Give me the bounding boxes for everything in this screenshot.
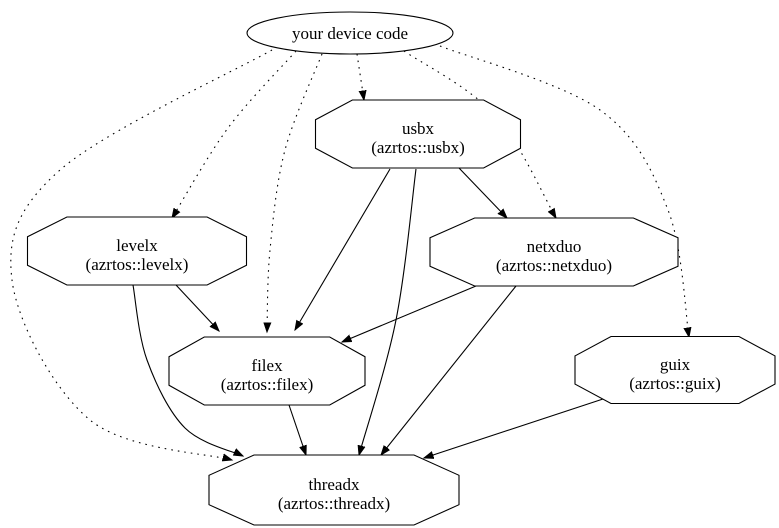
filex-sublabel: (azrtos::filex): [221, 375, 314, 394]
filex-label: filex: [251, 356, 283, 375]
edge-levelx-threadx: [132, 284, 243, 456]
levelx-label: levelx: [116, 236, 158, 255]
node-levelx: levelx(azrtos::levelx): [26, 216, 248, 286]
edge-guix-threadx: [424, 398, 604, 458]
edge-netxduo-threadx: [381, 285, 517, 455]
edge-device-levelx: [172, 50, 297, 218]
node-threadx: threadx(azrtos::threadx): [208, 454, 460, 526]
netxduo-label: netxduo: [527, 237, 582, 256]
edge-usbx-threadx: [359, 168, 417, 455]
node-device: your device code: [246, 11, 454, 55]
threadx-sublabel: (azrtos::threadx): [278, 494, 390, 513]
threadx-shape: [208, 454, 460, 526]
netxduo-shape: [429, 217, 679, 287]
edge-device-guix: [439, 45, 689, 337]
usbx-label: usbx: [402, 119, 435, 138]
threadx-label: threadx: [309, 475, 360, 494]
device-label: your device code: [292, 24, 408, 43]
usbx-shape: [314, 99, 522, 169]
node-filex: filex(azrtos::filex): [168, 336, 366, 406]
edge-filex-threadx: [288, 404, 306, 455]
nodes-layer: your device codeusbx(azrtos::usbx)levelx…: [26, 11, 776, 526]
node-usbx: usbx(azrtos::usbx): [314, 99, 522, 169]
edge-levelx-filex: [175, 284, 219, 331]
levelx-shape: [26, 216, 248, 286]
node-guix: guix(azrtos::guix): [574, 335, 776, 405]
guix-shape: [574, 335, 776, 405]
filex-shape: [168, 336, 366, 406]
edge-netxduo-filex: [342, 285, 477, 342]
levelx-sublabel: (azrtos::levelx): [86, 255, 189, 274]
guix-sublabel: (azrtos::guix): [629, 374, 721, 393]
usbx-sublabel: (azrtos::usbx): [371, 138, 464, 157]
device-shape: [246, 11, 454, 55]
netxduo-sublabel: (azrtos::netxduo): [496, 256, 612, 275]
edge-device-filex: [267, 53, 323, 332]
edge-usbx-netxduo: [458, 167, 507, 218]
edge-usbx-filex: [295, 168, 391, 330]
guix-label: guix: [660, 355, 691, 374]
edge-device-usbx: [356, 53, 364, 100]
node-netxduo: netxduo(azrtos::netxduo): [429, 217, 679, 287]
edges-layer: [10, 45, 689, 460]
edge-device-threadx: [10, 49, 273, 460]
